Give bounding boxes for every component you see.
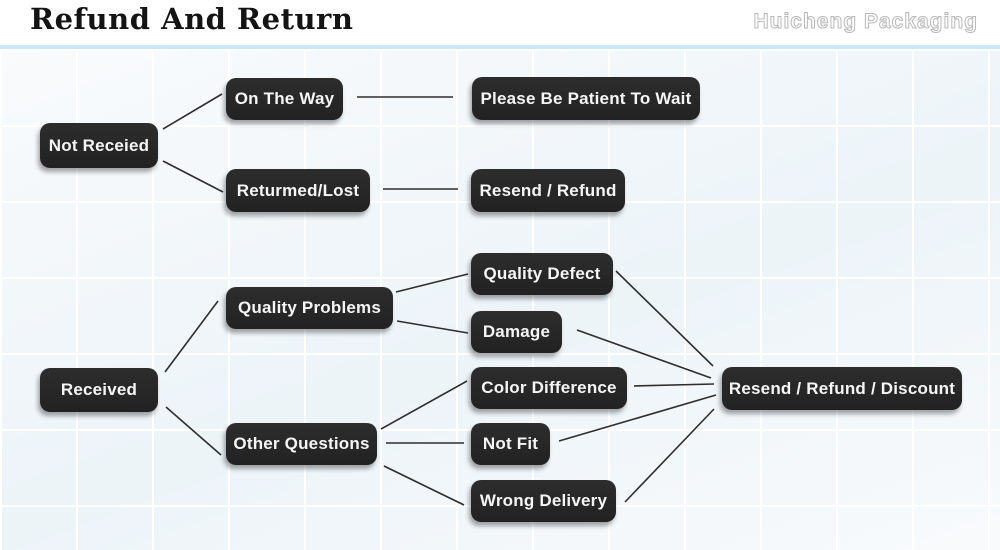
connector-quality-defect-to-resend-refund-discount	[615, 270, 714, 367]
header: Refund And Return Huicheng Packaging	[0, 0, 1000, 45]
flow-node-quality-defect: Quality Defect	[471, 253, 613, 295]
flow-node-resend-refund: Resend / Refund	[471, 169, 625, 212]
connector-received-to-quality-problems	[164, 300, 219, 373]
flow-node-resend-refund-discount: Resend / Refund / Discount	[722, 367, 962, 410]
flow-node-not-fit: Not Fit	[471, 423, 550, 465]
connector-quality-problems-to-quality-defect	[395, 273, 469, 293]
flow-node-please-wait: Please Be Patient To Wait	[472, 77, 700, 120]
tiled-background	[0, 49, 1000, 550]
flow-node-on-the-way: On The Way	[226, 78, 343, 120]
flow-node-quality-problems: Quality Problems	[226, 287, 393, 329]
connector-other-questions-to-wrong-delivery	[383, 465, 465, 506]
flow-node-other-questions: Other Questions	[226, 423, 377, 465]
connector-wrong-delivery-to-resend-refund-discount	[624, 408, 715, 503]
flow-node-received: Received	[40, 368, 158, 412]
flow-node-damage: Damage	[471, 311, 562, 353]
connector-color-difference-to-resend-refund-discount	[633, 383, 715, 387]
flow-node-not-received: Not Receied	[40, 123, 158, 168]
brand-watermark: Huicheng Packaging	[753, 10, 978, 34]
flow-node-returned-lost: Returmed/Lost	[226, 169, 370, 212]
flow-node-wrong-delivery: Wrong Delivery	[471, 480, 616, 522]
header-divider	[0, 45, 1000, 49]
connector-not-fit-to-resend-refund-discount	[558, 394, 717, 442]
connector-not-received-to-returned-lost	[162, 160, 224, 193]
connector-quality-problems-to-damage	[396, 320, 469, 334]
connector-other-questions-to-color-difference	[380, 380, 468, 430]
page-title: Refund And Return	[30, 2, 354, 36]
flow-node-color-difference: Color Difference	[471, 367, 627, 409]
connector-damage-to-resend-refund-discount	[576, 329, 712, 379]
connector-not-received-to-on-the-way	[162, 93, 223, 130]
connector-received-to-other-questions	[165, 406, 222, 456]
